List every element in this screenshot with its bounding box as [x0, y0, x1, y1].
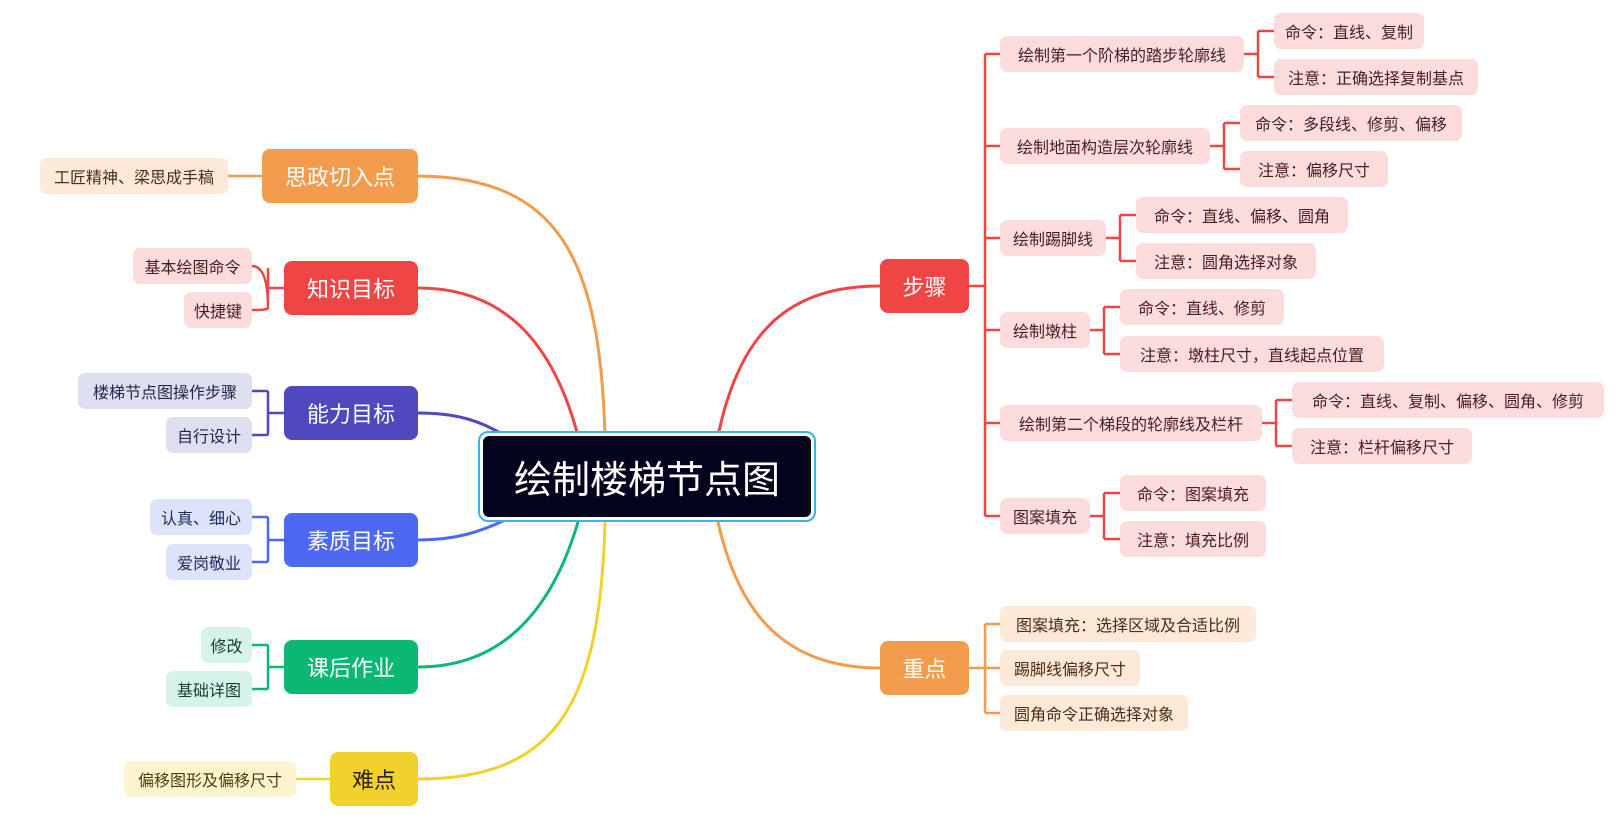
leaf-sizheng-1[interactable]: 工匠精神、梁思成手稿	[40, 158, 228, 194]
keypoint-2[interactable]: 踢脚线偏移尺寸	[1000, 650, 1140, 686]
link-steps-trunk	[969, 52, 1000, 518]
branch-keypoints[interactable]: 重点	[880, 641, 969, 695]
leaf-difficulty-1[interactable]: 偏移图形及偏移尺寸	[124, 761, 296, 797]
root-title: 绘制楼梯节点图	[483, 436, 811, 517]
link-root-sizheng	[417, 174, 607, 437]
step-3-label[interactable]: 绘制踢脚线	[1000, 220, 1106, 256]
step-4-note[interactable]: 注意：墩柱尺寸，直线起点位置	[1120, 336, 1384, 372]
branch-quality[interactable]: 素质目标	[284, 513, 418, 567]
leaf-knowledge-2[interactable]: 快捷键	[184, 292, 252, 328]
link-keypoints-trunk	[969, 622, 1000, 715]
step-2-note[interactable]: 注意：偏移尺寸	[1240, 151, 1388, 187]
link-knowledge-leaves	[251, 264, 284, 312]
step-6-note[interactable]: 注意：填充比例	[1120, 521, 1266, 557]
step-2-label[interactable]: 绘制地面构造层次轮廓线	[1000, 128, 1210, 164]
root-node[interactable]: 绘制楼梯节点图	[478, 431, 816, 522]
link-step1-subs	[1244, 29, 1274, 79]
branch-ability[interactable]: 能力目标	[284, 386, 418, 440]
step-5-note[interactable]: 注意：栏杆偏移尺寸	[1292, 428, 1472, 464]
step-6-label[interactable]: 图案填充	[1000, 498, 1090, 534]
step-5-command[interactable]: 命令：直线、复制、偏移、圆角、修剪	[1292, 382, 1604, 418]
link-step5-subs	[1262, 398, 1292, 448]
leaf-ability-1[interactable]: 楼梯节点图操作步骤	[78, 373, 252, 409]
link-step4-subs	[1090, 305, 1120, 356]
link-step6-subs	[1090, 491, 1120, 541]
step-6-command[interactable]: 命令：图案填充	[1120, 475, 1266, 511]
step-1-note[interactable]: 注意：正确选择复制基点	[1274, 59, 1478, 95]
leaf-knowledge-1[interactable]: 基本绘图命令	[133, 248, 252, 284]
step-1-label[interactable]: 绘制第一个阶梯的踏步轮廓线	[1000, 36, 1244, 72]
link-step3-subs	[1106, 213, 1136, 263]
step-3-command[interactable]: 命令：直线、偏移、圆角	[1136, 197, 1348, 233]
link-homework-leaves	[252, 643, 284, 691]
step-4-command[interactable]: 命令：直线、修剪	[1120, 289, 1284, 325]
link-root-steps	[716, 284, 881, 437]
link-root-homework	[417, 521, 580, 669]
link-root-quality	[417, 518, 506, 542]
keypoint-3[interactable]: 圆角命令正确选择对象	[1000, 695, 1188, 731]
leaf-homework-1[interactable]: 修改	[201, 627, 252, 663]
leaf-homework-2[interactable]: 基础详图	[166, 671, 252, 707]
leaf-quality-2[interactable]: 爱岗敬业	[166, 544, 252, 580]
branch-difficulty[interactable]: 难点	[330, 752, 418, 806]
step-3-note[interactable]: 注意：圆角选择对象	[1136, 243, 1316, 279]
link-root-knowledge	[417, 286, 580, 437]
step-4-label[interactable]: 绘制墩柱	[1000, 312, 1090, 348]
leaf-ability-2[interactable]: 自行设计	[166, 417, 252, 453]
branch-knowledge[interactable]: 知识目标	[284, 261, 418, 315]
branch-homework[interactable]: 课后作业	[284, 640, 418, 694]
step-5-label[interactable]: 绘制第二个梯段的轮廓线及栏杆	[1000, 405, 1262, 441]
branch-steps[interactable]: 步骤	[880, 259, 969, 313]
link-step2-subs	[1210, 121, 1240, 171]
leaf-quality-1[interactable]: 认真、细心	[150, 499, 252, 535]
link-root-keypoints	[716, 521, 881, 670]
step-1-command[interactable]: 命令：直线、复制	[1274, 13, 1424, 49]
link-root-difficulty	[417, 521, 607, 781]
link-quality-leaves	[252, 515, 284, 564]
branch-sizheng[interactable]: 思政切入点	[262, 149, 418, 203]
link-ability-leaves	[252, 389, 284, 437]
step-2-command[interactable]: 命令：多段线、修剪、偏移	[1240, 105, 1462, 141]
keypoint-1[interactable]: 图案填充：选择区域及合适比例	[1000, 606, 1256, 642]
